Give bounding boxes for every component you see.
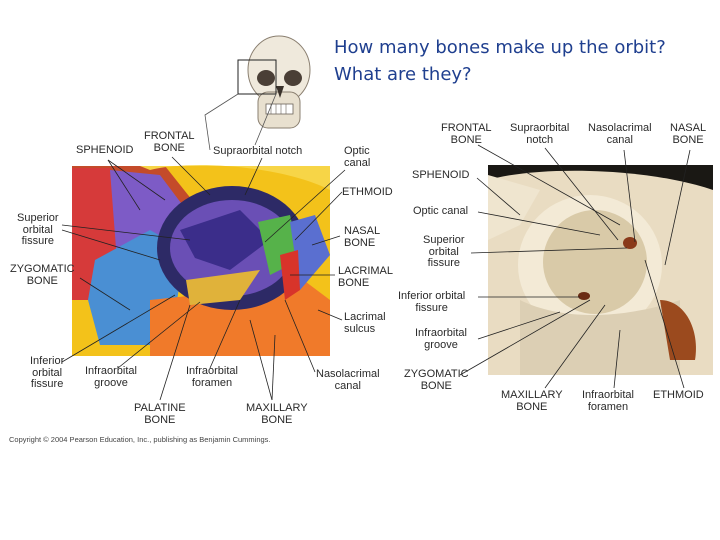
label-right-optic-canal: Optic canal bbox=[413, 205, 469, 217]
label-left-zygomatic-bone: ZYGOMATIC BONE bbox=[10, 263, 75, 287]
label-left-infraorbital-foramen: Infraorbital foramen bbox=[186, 365, 238, 389]
left-orbit-illustration bbox=[72, 165, 330, 356]
label-left-lacrimal-sulcus: Lacrimal sulcus bbox=[344, 311, 386, 335]
label-left-superior-orbital-fissure: Superior orbital fissure bbox=[17, 212, 59, 247]
label-left-ethmoid: ETHMOID bbox=[342, 186, 393, 198]
label-right-infraorbital-groove: Infraorbital groove bbox=[415, 327, 467, 351]
label-left-palatine-bone: PALATINE BONE bbox=[134, 402, 186, 426]
label-right-inferior-orbital-fissure: Inferior orbital fissure bbox=[398, 290, 466, 314]
label-left-sphenoid: SPHENOID bbox=[76, 144, 134, 156]
label-left-frontal-bone: FRONTAL BONE bbox=[144, 130, 195, 154]
label-left-inferior-orbital-fissure: Inferior orbital fissure bbox=[30, 355, 65, 390]
question: How many bones make up the orbit? What a… bbox=[334, 34, 666, 88]
label-left-nasolacrimal-canal: Nasolacrimal canal bbox=[316, 368, 380, 392]
label-right-nasolacrimal-canal: Nasolacrimal canal bbox=[588, 122, 652, 146]
label-right-supraorbital-notch: Supraorbital notch bbox=[510, 122, 570, 146]
label-right-ethmoid: ETHMOID bbox=[653, 389, 704, 401]
label-right-nasal-bone: NASAL BONE bbox=[670, 122, 707, 146]
label-left-optic-canal: Optic canal bbox=[344, 145, 371, 169]
label-right-zygomatic-bone: ZYGOMATIC BONE bbox=[404, 368, 469, 392]
label-right-superior-orbital-fissure: Superior orbital fissure bbox=[423, 234, 465, 269]
label-left-infraorbital-groove: Infraorbital groove bbox=[85, 365, 137, 389]
label-left-lacrimal-bone: LACRIMAL BONE bbox=[338, 265, 394, 289]
copyright-notice: Copyright © 2004 Pearson Education, Inc.… bbox=[9, 435, 271, 444]
label-right-sphenoid: SPHENOID bbox=[412, 169, 470, 181]
right-orbit-photo bbox=[488, 165, 713, 375]
label-left-supraorbital-notch: Supraorbital notch bbox=[213, 145, 303, 157]
question-line-1: How many bones make up the orbit? bbox=[334, 37, 666, 58]
left-leader-lines bbox=[61, 156, 346, 401]
label-right-infraorbital-foramen: Infraorbital foramen bbox=[582, 389, 634, 413]
label-left-maxillary-bone: MAXILLARY BONE bbox=[246, 402, 308, 426]
question-line-2: What are they? bbox=[334, 64, 472, 85]
label-right-maxillary-bone: MAXILLARY BONE bbox=[501, 389, 563, 413]
skull-thumbnail bbox=[204, 35, 311, 151]
label-left-nasal-bone: NASAL BONE bbox=[344, 225, 381, 249]
right-leader-lines bbox=[459, 144, 691, 389]
label-right-frontal-bone: FRONTAL BONE bbox=[441, 122, 492, 146]
